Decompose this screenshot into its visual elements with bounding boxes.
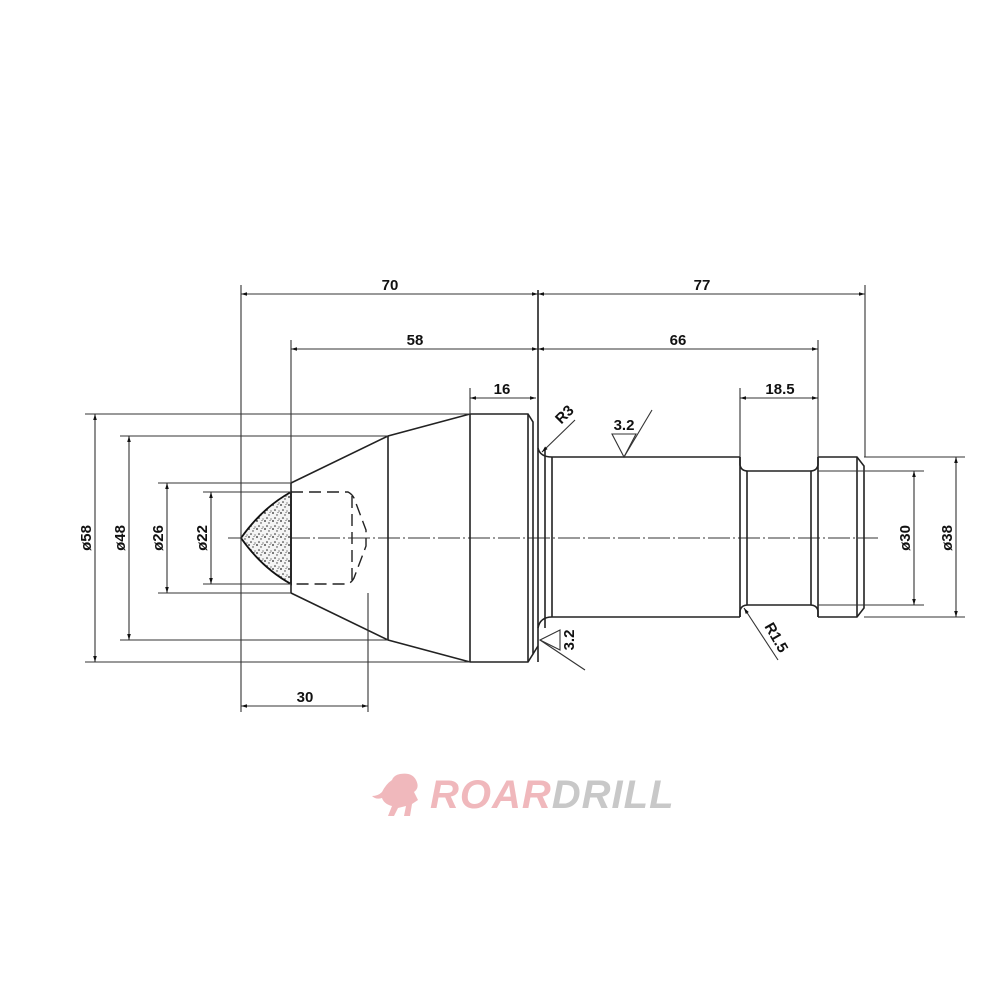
dim-18-5: 18.5 bbox=[765, 381, 794, 398]
dim-58: 58 bbox=[407, 332, 424, 349]
cone-bottom bbox=[290, 592, 471, 663]
dim-77: 77 bbox=[694, 277, 711, 294]
dia-48: ø48 bbox=[112, 525, 129, 551]
groove-top bbox=[739, 457, 819, 472]
radius-r1-5: R1.5 bbox=[761, 620, 792, 656]
surface-finish-top: 3.2 bbox=[614, 417, 635, 434]
flange-chamfer bbox=[532, 645, 539, 655]
roardrill-logo: ROAR DRILL bbox=[370, 770, 675, 820]
insert-hidden-outline bbox=[291, 491, 367, 585]
dim-30: 30 bbox=[297, 689, 314, 706]
carbide-insert bbox=[239, 490, 292, 586]
dim-16: 16 bbox=[494, 381, 511, 398]
r3-fillet-top bbox=[537, 447, 553, 458]
cone-top bbox=[290, 413, 471, 484]
tail bbox=[818, 456, 865, 618]
logo-text-roar: ROAR bbox=[430, 772, 552, 817]
dia-58: ø58 bbox=[78, 525, 95, 551]
radius-r3: R3 bbox=[552, 402, 578, 428]
surface-finish-icon bbox=[611, 433, 637, 459]
surface-finish-bottom: 3.2 bbox=[561, 630, 578, 651]
dia-38: ø38 bbox=[939, 525, 956, 551]
dim-66: 66 bbox=[670, 332, 687, 349]
groove-bottom bbox=[739, 604, 819, 617]
surface-finish-icon bbox=[538, 629, 561, 651]
dim-70: 70 bbox=[382, 277, 399, 294]
dia-30: ø30 bbox=[897, 525, 914, 551]
logo-text-drill: DRILL bbox=[551, 772, 675, 817]
lion-icon bbox=[372, 773, 418, 816]
dimension-lines bbox=[93, 292, 958, 708]
head-cylinder bbox=[470, 413, 534, 663]
surface-finish-symbols bbox=[538, 409, 653, 671]
part-outline bbox=[239, 290, 865, 663]
fillet-bottom bbox=[537, 616, 553, 629]
dia-22: ø22 bbox=[194, 525, 211, 551]
dia-26: ø26 bbox=[150, 525, 167, 551]
extension-lines bbox=[85, 285, 965, 712]
